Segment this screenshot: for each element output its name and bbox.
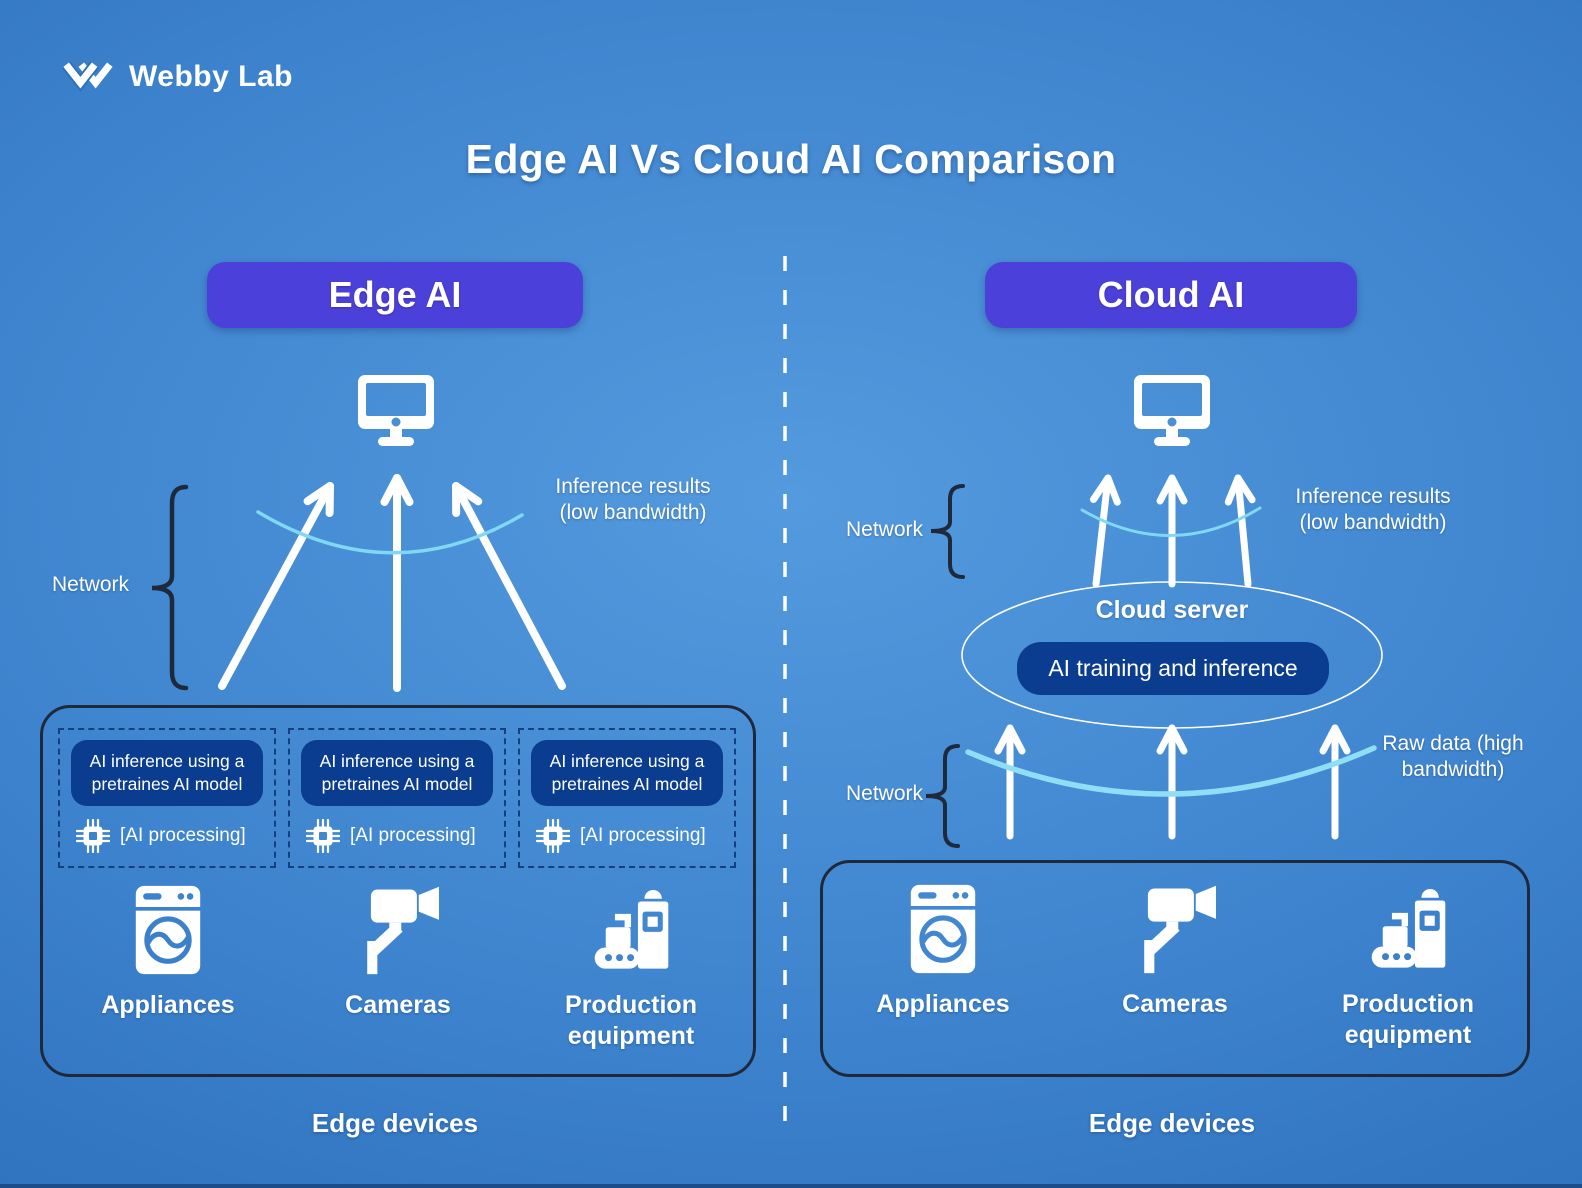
- chip-icon: [536, 819, 570, 853]
- ai-inference-box: AI inference using a pretraines AI model…: [288, 728, 506, 868]
- ai-inference-pill: AI inference using a pretraines AI model: [531, 740, 723, 806]
- ai-processing-row: [AI processing]: [536, 819, 706, 853]
- ai-inference-pill: AI inference using a pretraines AI model: [71, 740, 263, 806]
- device-item: Appliances: [838, 879, 1048, 1020]
- ai-processing-label: [AI processing]: [350, 825, 476, 846]
- device-label: Appliances: [101, 991, 235, 1019]
- chip-icon: [76, 819, 110, 853]
- brand-name: Webby Lab: [129, 60, 293, 93]
- network-brace-left: [151, 484, 189, 691]
- device-label: Cameras: [1122, 990, 1228, 1018]
- ai-training-pill: AI training and inference: [1017, 642, 1329, 695]
- edge-ai-header: Edge AI: [207, 262, 583, 328]
- device-label: Appliances: [876, 990, 1010, 1018]
- network-brace-right-bottom: [925, 744, 960, 848]
- edge-devices-box-left: AI inference using a pretraines AI model…: [40, 705, 756, 1077]
- washing-machine-icon: [907, 883, 979, 975]
- cloud-ai-header: Cloud AI: [985, 262, 1357, 328]
- ai-inference-box: AI inference using a pretraines AI model…: [58, 728, 276, 868]
- chip-icon: [306, 819, 340, 853]
- raw-data-arrows: [994, 724, 1351, 840]
- cloud-server-label: Cloud server: [1095, 596, 1249, 624]
- ai-processing-label: [AI processing]: [120, 825, 246, 846]
- webbylab-logo-icon: [62, 58, 114, 96]
- cctv-camera-icon: [1133, 883, 1218, 975]
- edge-devices-box-right: Appliances Cameras Production equipment: [820, 860, 1530, 1077]
- inference-results-label-right: Inference results (low bandwidth): [1295, 485, 1451, 534]
- device-item: Production equipment: [526, 880, 736, 1053]
- cloud-inference-arrows: [1089, 474, 1256, 588]
- device-item: Production equipment: [1303, 879, 1513, 1052]
- cctv-camera-icon: [356, 884, 441, 976]
- computer-monitor-icon: [1129, 371, 1215, 449]
- washing-machine-icon: [132, 884, 204, 976]
- raw-data-arc: [965, 745, 1377, 797]
- ai-processing-label: [AI processing]: [580, 825, 706, 846]
- device-label: Production equipment: [1342, 990, 1474, 1050]
- device-item: Appliances: [63, 880, 273, 1021]
- edge-devices-label-right: Edge devices: [1088, 1108, 1256, 1138]
- inference-results-arc-left: [256, 510, 524, 555]
- ai-inference-pill: AI inference using a pretraines AI model: [301, 740, 493, 806]
- production-equipment-icon: [589, 884, 674, 976]
- device-label: Production equipment: [565, 991, 697, 1051]
- network-brace-right-top: [930, 484, 965, 579]
- computer-monitor-icon: [353, 371, 439, 449]
- device-item: Cameras: [293, 880, 503, 1021]
- network-label-right-bottom: Network: [846, 782, 924, 805]
- device-item: Cameras: [1070, 879, 1280, 1020]
- webbylab-logo: Webby Lab: [62, 58, 293, 96]
- network-label-left: Network: [52, 573, 130, 596]
- production-equipment-icon: [1366, 883, 1451, 975]
- device-label: Cameras: [345, 991, 451, 1019]
- inference-results-arc-right: [1080, 506, 1262, 537]
- network-label-right-top: Network: [846, 518, 924, 541]
- inference-results-label-left: Inference results (low bandwidth): [555, 475, 711, 524]
- ai-processing-row: [AI processing]: [76, 819, 246, 853]
- page-title: Edge AI Vs Cloud AI Comparison: [465, 136, 1117, 182]
- edge-upload-arrows: [218, 474, 566, 692]
- edge-devices-label-left: Edge devices: [311, 1108, 479, 1138]
- raw-data-label: Raw data (high bandwidth): [1382, 732, 1524, 781]
- ai-inference-box: AI inference using a pretraines AI model…: [518, 728, 736, 868]
- ai-processing-row: [AI processing]: [306, 819, 476, 853]
